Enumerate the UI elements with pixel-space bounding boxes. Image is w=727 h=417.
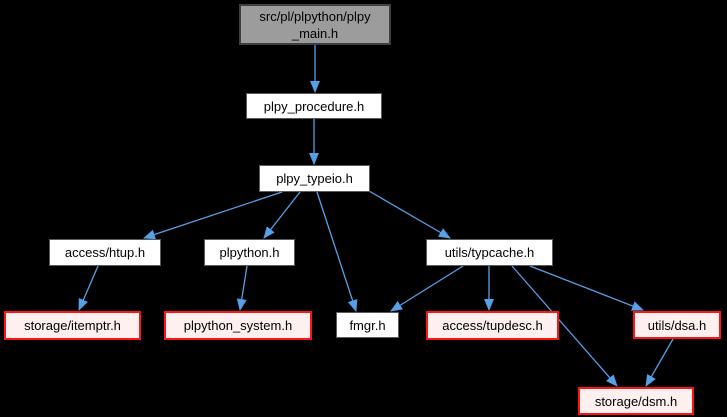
graph-node-access_tupdesc[interactable]: access/tupdesc.h: [426, 311, 559, 340]
graph-node-storage_itemptr[interactable]: storage/itemptr.h: [4, 311, 141, 340]
graph-edge-utils_typcache-to-fmgr: [390, 265, 464, 312]
graph-node-access_htup[interactable]: access/htup.h: [49, 239, 161, 266]
graph-node-utils_dsa[interactable]: utils/dsa.h: [633, 311, 721, 339]
graph-edge-utils_typcache-to-utils_dsa: [529, 265, 644, 311]
graph-node-plpy_main[interactable]: src/pl/plpython/plpy _main.h: [239, 4, 391, 45]
graph-node-plpython_system[interactable]: plpython_system.h: [164, 311, 312, 340]
graph-edge-plpy_typeio-to-plpython: [263, 191, 301, 239]
graph-edge-plpy_typeio-to-fmgr: [316, 191, 358, 312]
graph-node-plpy_procedure[interactable]: plpy_procedure.h: [246, 93, 382, 119]
graph-edge-plpy_typeio-to-access_htup: [143, 191, 283, 240]
graph-edge-plpython-to-plpython_system: [236, 265, 248, 311]
graph-edge-plpy_typeio-to-utils_typcache: [368, 190, 451, 239]
graph-node-storage_dsm[interactable]: storage/dsm.h: [578, 387, 694, 415]
graph-node-utils_typcache[interactable]: utils/typcache.h: [426, 239, 553, 266]
graph-node-plpy_typeio[interactable]: plpy_typeio.h: [259, 165, 370, 192]
graph-edge-access_htup-to-storage_itemptr: [78, 265, 99, 311]
graph-node-plpython[interactable]: plpython.h: [204, 239, 295, 266]
graph-edge-utils_dsa-to-storage_dsm: [645, 338, 674, 387]
graph-node-fmgr[interactable]: fmgr.h: [336, 312, 399, 338]
